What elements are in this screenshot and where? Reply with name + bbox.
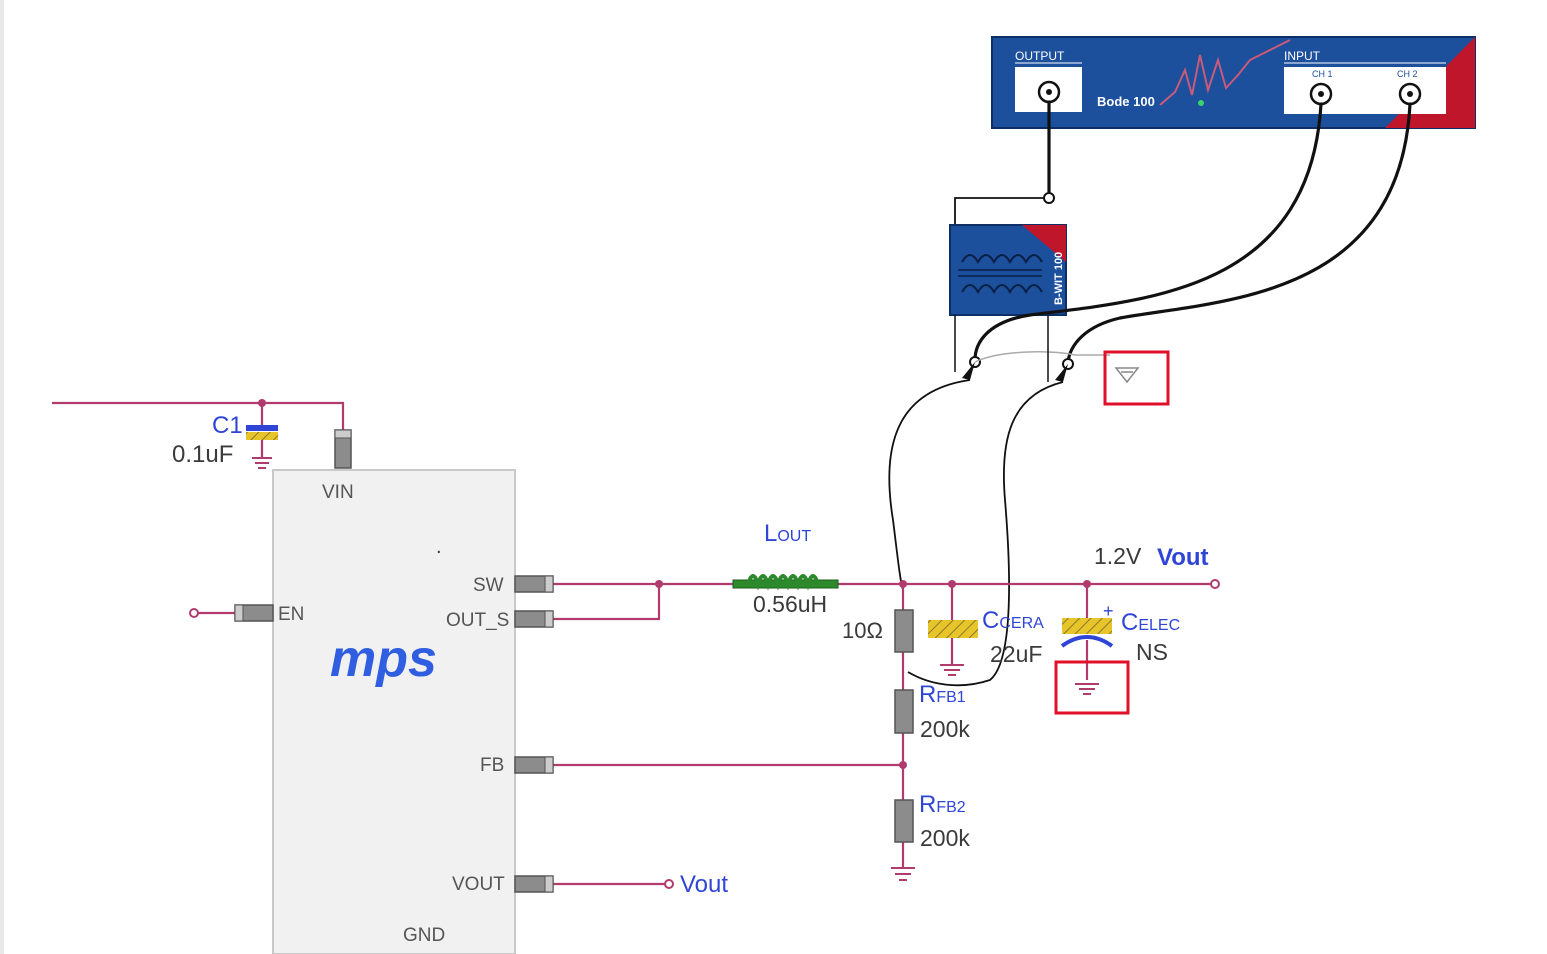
bode-input-port-panel bbox=[1284, 67, 1446, 114]
out-s-wire bbox=[553, 584, 661, 621]
injection-transformer: B-WIT 100 bbox=[949, 197, 1067, 316]
sw-pin-label: SW bbox=[473, 575, 504, 596]
injection-resistor-value: 10Ω bbox=[842, 618, 883, 643]
rfb2-resistor[interactable] bbox=[894, 799, 914, 843]
ic-package bbox=[272, 469, 516, 954]
vout-pin-label: VOUT bbox=[452, 874, 505, 895]
ccera-name: CCERA bbox=[982, 607, 1044, 634]
ch1-probe-hook bbox=[962, 362, 975, 380]
sw-pin[interactable] bbox=[514, 575, 554, 593]
vout-pin-terminal[interactable] bbox=[664, 879, 674, 889]
lout-value: 0.56uH bbox=[753, 591, 827, 617]
output-net-label: Vout bbox=[1157, 544, 1209, 571]
bode-analyzer: OUTPUT Bode 100 INPUT CH 1 CH 2 bbox=[991, 36, 1476, 129]
out-s-pin[interactable] bbox=[514, 610, 554, 628]
transformer-primary-lead bbox=[954, 197, 1049, 225]
ccera-capacitor[interactable] bbox=[928, 620, 978, 676]
bode-cables bbox=[888, 100, 1412, 687]
probe-ground-symbol bbox=[1114, 367, 1140, 384]
bode-ch1-bnc-connector[interactable] bbox=[1309, 82, 1333, 106]
rfb2-name: RFB2 bbox=[919, 791, 966, 818]
fb-pin-label: FB bbox=[480, 755, 504, 776]
ch2-probe-hook bbox=[1055, 364, 1068, 382]
transformer-secondary-coil bbox=[961, 284, 1043, 295]
c1-capacitor[interactable] bbox=[246, 425, 278, 469]
vin-pin-label: VIN bbox=[322, 482, 354, 503]
rfb2-ground-symbol bbox=[891, 867, 915, 881]
output-ground-highlight-box bbox=[1054, 660, 1130, 715]
bode-ch2-bnc-connector[interactable] bbox=[1398, 82, 1422, 106]
celec-name: CELEC bbox=[1121, 609, 1180, 636]
probe-ground-highlight-box bbox=[1103, 350, 1170, 406]
bode-input-label: INPUT bbox=[1284, 49, 1321, 63]
output-cable-junction bbox=[1043, 192, 1055, 204]
out-s-pin-label: OUT_S bbox=[446, 610, 509, 631]
ch1-cable bbox=[973, 102, 1323, 362]
bode-model-label: Bode 100 bbox=[1097, 94, 1155, 109]
rfb1-value: 200k bbox=[920, 716, 970, 742]
ic-pins bbox=[234, 429, 554, 893]
bode-output-label: OUTPUT bbox=[1015, 49, 1065, 63]
bode-status-led bbox=[1198, 100, 1204, 106]
c1-name: C1 bbox=[212, 412, 243, 439]
frame-edge bbox=[0, 0, 4, 954]
lout-name: LOUT bbox=[764, 520, 811, 547]
rfb2-value: 200k bbox=[920, 825, 970, 851]
pin1-marker: . bbox=[436, 536, 442, 558]
rfb1-name: RFB1 bbox=[919, 681, 966, 708]
bode-output-bnc-connector[interactable] bbox=[1037, 80, 1061, 104]
vout-terminal[interactable] bbox=[1210, 579, 1220, 589]
lout-inductor[interactable] bbox=[732, 574, 839, 591]
probe-ground-lead bbox=[974, 351, 1110, 363]
transformer-model-label: B-WIT 100 bbox=[1053, 252, 1065, 305]
celec-value: NS bbox=[1136, 639, 1168, 665]
en-terminal[interactable] bbox=[189, 608, 199, 618]
rfb1-resistor[interactable] bbox=[894, 689, 914, 734]
bode-ch2-label: CH 2 bbox=[1397, 69, 1418, 79]
circuit-wires bbox=[52, 401, 1212, 886]
ch2-probe-wire bbox=[907, 381, 1064, 687]
celec-capacitor[interactable] bbox=[1060, 618, 1114, 695]
ccera-value: 22uF bbox=[990, 641, 1042, 667]
vout-pin[interactable] bbox=[514, 875, 554, 893]
mps-logo: mps bbox=[330, 630, 437, 688]
transformer-accent-corner bbox=[1022, 225, 1066, 262]
ch1-probe-wire bbox=[888, 379, 971, 591]
gnd-pin-label: GND bbox=[403, 925, 445, 946]
vout-net-label: Vout bbox=[680, 871, 728, 898]
junction-dots bbox=[258, 399, 1091, 769]
bode-ch1-label: CH 1 bbox=[1312, 69, 1333, 79]
ch2-cable bbox=[1066, 102, 1412, 364]
injection-resistor[interactable] bbox=[894, 609, 914, 653]
output-voltage-label: 1.2V bbox=[1094, 543, 1142, 569]
celec-polarity: + bbox=[1103, 601, 1114, 621]
vin-pin[interactable] bbox=[334, 429, 352, 469]
en-pin-label: EN bbox=[278, 604, 304, 625]
fb-pin[interactable] bbox=[514, 756, 554, 774]
en-pin[interactable] bbox=[234, 604, 274, 622]
vin-wire bbox=[52, 401, 345, 432]
transformer-primary-coil bbox=[961, 254, 1043, 265]
c1-value: 0.1uF bbox=[172, 441, 233, 468]
bode-logo-curve bbox=[1159, 39, 1291, 106]
